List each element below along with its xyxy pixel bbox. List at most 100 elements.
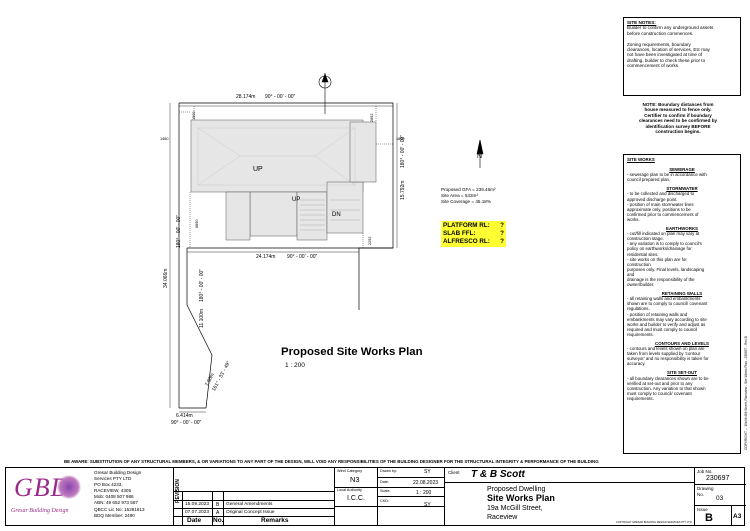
revision-remark: General Amendments xyxy=(226,502,273,507)
company-line: QBCC Lic No: 15281813 xyxy=(94,506,145,512)
rev-header-date: Date xyxy=(187,517,202,524)
site-works-line: requirements. xyxy=(627,331,654,337)
issue-value: B xyxy=(705,512,713,524)
site-notes-line: clearances, location of services, Etc ma… xyxy=(627,47,710,53)
company-line: Services PTY LTD xyxy=(94,476,132,482)
site-works-heading: EARTHWORKS xyxy=(666,226,698,232)
copyright-note: COPYRIGHT GRESAR BUILDING DESIGN SERVICE… xyxy=(616,521,692,524)
address-line-1: 19a McGill Street, xyxy=(487,505,543,512)
scale-value: 1 : 200 xyxy=(416,490,432,496)
drawn-by-label: Drawn by: xyxy=(380,469,398,473)
level-value: ? xyxy=(500,229,504,237)
site-works-line: residential sites. xyxy=(627,251,659,257)
project-line: Proposed Dwelling xyxy=(487,486,546,493)
site-works-line: must comply to council/ covenant xyxy=(627,390,692,396)
revision-remark: Original Concept Issue xyxy=(226,510,275,515)
issue-label: Issue xyxy=(697,507,708,512)
site-works-line: - all boundary clearances shown are to b… xyxy=(627,375,709,381)
job-no-label: Job No. xyxy=(697,469,713,474)
sheet-title: Site Works Plan xyxy=(487,493,555,503)
site-notes-line: Builder to confirm any underground asset… xyxy=(627,25,714,31)
site-plan xyxy=(169,73,484,413)
site-works-line: - position of main stormwater lines xyxy=(627,201,694,207)
dim-2892: 2892 xyxy=(370,113,374,122)
bearing-left: 180° - 00' - 00" xyxy=(176,214,182,248)
bearing-right: 180° - 00' - 00" xyxy=(400,134,406,168)
site-works-line: embankments may vary according to site xyxy=(627,316,707,322)
site-works-line: approximate only, positions to be xyxy=(627,206,691,212)
site-works-line: verified at set-out and prior to any xyxy=(627,380,693,386)
site-works-line: construction xyxy=(627,261,651,267)
boundary-note-line: house measured to fence only. xyxy=(644,107,712,113)
levels-box: PLATFORM RL:?SLAB FFL:?ALFRESCO RL:? xyxy=(441,221,506,247)
site-notes-line: not have been investigated at time of xyxy=(627,52,703,58)
sheet-size: A3 xyxy=(733,513,742,520)
site-notes-line: commencement of works. xyxy=(627,63,680,69)
site-works-line: council prepared plan. xyxy=(627,177,671,183)
north-arrow-top xyxy=(318,73,332,114)
client-label: Client xyxy=(448,470,460,475)
dim-lower: 11.100m xyxy=(199,308,205,328)
bearing-top: 90° - 00' - 00" xyxy=(265,94,296,100)
company-line: Mob: 0408 507 986 xyxy=(94,494,134,500)
dim-6890: 6890 xyxy=(195,219,199,228)
revision-label: REVISION xyxy=(175,479,181,503)
boundary-note-line: construction begins. xyxy=(655,129,701,135)
company-line: BDQ Member: 2490 xyxy=(94,512,135,518)
site-notes-line: drafting, builder to check these prior t… xyxy=(627,57,706,63)
level-row: ALFRESCO RL:? xyxy=(443,238,504,246)
level-value: ? xyxy=(500,237,504,245)
dim-1480: 1480 xyxy=(160,137,169,141)
site-works-line: surveyor' and no responsibility is taken… xyxy=(627,356,709,362)
room-label-dn: DN xyxy=(332,212,341,218)
checked-value: SY xyxy=(424,502,431,508)
client-name: T & B Scott xyxy=(471,469,525,480)
address-line-2: Raceview xyxy=(487,514,518,521)
site-notes-line: Zoning requirements, boundary xyxy=(627,41,691,47)
revision-date: 15.09.2023 xyxy=(185,502,210,507)
room-label-up-main: UP xyxy=(253,166,263,173)
plan-stat: Site Area = 533m² xyxy=(441,193,478,198)
logo-subtitle: Gresar Building Design xyxy=(11,508,69,514)
level-label: PLATFORM RL: xyxy=(443,222,490,229)
site-works-line: confirmed prior to commencement of xyxy=(627,211,699,217)
dim-bottom: 6.414m xyxy=(176,413,193,419)
site-notes-line: before construction commences. xyxy=(627,30,694,36)
site-works-line: - site works on this plan are for xyxy=(627,256,687,262)
boundary-note-line: clearances need to be confirmed by xyxy=(638,118,718,124)
site-works-line: - cut/fill indicated on plan may vary at xyxy=(627,231,700,237)
dim-left: 34.066m xyxy=(163,268,169,288)
bearing-bottom: 90° - 00' - 00" xyxy=(171,420,202,426)
north-label: N xyxy=(477,153,483,160)
site-works-heading: SEWERAGE xyxy=(669,167,695,173)
scale-label: Scale: xyxy=(380,489,391,493)
site-works-line: - all retaining walls and embankments xyxy=(627,296,701,302)
site-works-line: policy on earthworks/drainage for xyxy=(627,246,692,252)
date-value: 22.08.2023 xyxy=(413,480,439,486)
site-works-line: shown are to comply to council/ covenant xyxy=(627,301,708,307)
wind-category-value: N3 xyxy=(350,475,360,484)
dim-right: 15.792m xyxy=(400,180,406,200)
revision-letter: B xyxy=(216,502,220,508)
site-works-line: regulations. xyxy=(627,306,650,312)
wind-category-label: Wind Category xyxy=(337,469,363,473)
site-works-line: requirements. xyxy=(627,395,654,401)
site-works-line: construction stage. xyxy=(627,236,664,242)
company-line: Gresar Building Design xyxy=(94,470,142,475)
site-works-line: owner/builder. xyxy=(627,282,655,288)
site-notes-text: Builder to confirm any underground asset… xyxy=(627,25,737,68)
room-label-up-stair: UP xyxy=(292,197,301,203)
site-works-heading: SITE SET-OUT xyxy=(666,370,697,376)
dim-2292: 2292 xyxy=(368,236,372,245)
drawing-no-label: No. xyxy=(697,492,705,497)
rev-header-remarks: Remarks xyxy=(261,517,289,524)
site-works-line: accuracy. xyxy=(627,361,646,367)
company-line: RACEVIEW, 4305 xyxy=(94,488,132,494)
plan-title: Proposed Site Works Plan xyxy=(281,346,423,358)
level-label: ALFRESCO RL: xyxy=(443,237,490,245)
boundary-note-line: Certifier to confirm if boundary xyxy=(644,112,712,118)
dim-mid: 24.174m xyxy=(256,254,276,260)
